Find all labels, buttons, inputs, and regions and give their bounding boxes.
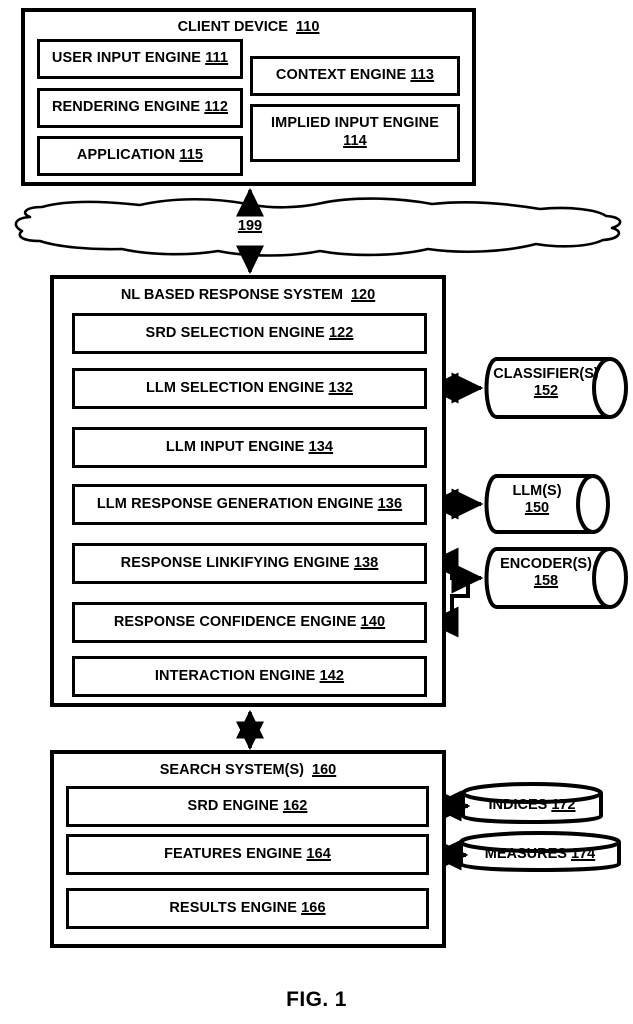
- interaction-engine-label: INTERACTION ENGINE 142: [154, 667, 345, 684]
- response-linkifying-engine-label: RESPONSE LINKIFYING ENGINE 138: [120, 554, 379, 571]
- srd-selection-engine-box[interactable]: SRD SELECTION ENGINE 122: [72, 313, 427, 354]
- rendering-engine-box[interactable]: RENDERING ENGINE 112: [37, 88, 243, 128]
- application-box[interactable]: APPLICATION 115: [37, 136, 243, 176]
- context-engine-label: CONTEXT ENGINE 113: [275, 67, 435, 84]
- features-engine-box[interactable]: FEATURES ENGINE 164: [66, 834, 429, 875]
- measures-label: MEASURES: [484, 846, 567, 862]
- srd-engine-label: SRD ENGINE 162: [187, 797, 308, 814]
- indices-label-group[interactable]: INDICES 172: [463, 797, 601, 814]
- results-engine-label: RESULTS ENGINE 166: [169, 899, 326, 916]
- features-engine-label: FEATURES ENGINE 164: [164, 845, 331, 862]
- llm-selection-engine-label: LLM SELECTION ENGINE 132: [145, 379, 354, 396]
- response-linkifying-engine-box[interactable]: RESPONSE LINKIFYING ENGINE 138: [72, 543, 427, 584]
- network-cloud-shape: [14, 197, 622, 257]
- nl-system-title: NL BASED RESPONSE SYSTEM 120: [120, 287, 376, 303]
- interaction-engine-box[interactable]: INTERACTION ENGINE 142: [72, 656, 427, 697]
- rendering-engine-label: RENDERING ENGINE 112: [51, 99, 229, 116]
- classifiers-label: CLASSIFIER(S): [493, 366, 599, 382]
- llms-label-group[interactable]: LLM(S) 150: [486, 483, 588, 518]
- measures-number: 174: [571, 846, 596, 862]
- indices-label: INDICES: [488, 797, 548, 813]
- indices-database-shape: [461, 782, 603, 824]
- response-confidence-engine-label: RESPONSE CONFIDENCE ENGINE 140: [113, 613, 386, 630]
- search-systems-title: SEARCH SYSTEM(S) 160: [159, 762, 337, 778]
- encoders-number: 158: [533, 573, 559, 590]
- user-input-engine-label: USER INPUT ENGINE 111: [51, 50, 229, 67]
- encoders-label: ENCODER(S): [500, 556, 592, 572]
- indices-number: 172: [551, 797, 576, 813]
- llm-input-engine-label: LLM INPUT ENGINE 134: [165, 438, 334, 455]
- figure-caption: FIG. 1: [286, 988, 347, 1011]
- client-device-title: CLIENT DEVICE 110: [177, 19, 320, 35]
- llm-response-generation-engine-label: LLM RESPONSE GENERATION ENGINE 136: [96, 495, 403, 512]
- classifiers-cylinder-shape: [484, 357, 628, 419]
- network-label: 199: [237, 218, 263, 234]
- response-confidence-engine-box[interactable]: RESPONSE CONFIDENCE ENGINE 140: [72, 602, 427, 643]
- user-input-engine-box[interactable]: USER INPUT ENGINE 111: [37, 39, 243, 79]
- classifiers-number: 152: [533, 383, 559, 400]
- llm-selection-engine-box[interactable]: LLM SELECTION ENGINE 132: [72, 368, 427, 409]
- measures-label-group[interactable]: MEASURES 174: [461, 846, 619, 863]
- llm-input-engine-box[interactable]: LLM INPUT ENGINE 134: [72, 427, 427, 468]
- encoders-cylinder-shape: [484, 547, 628, 609]
- llms-label: LLM(S): [512, 483, 562, 499]
- srd-engine-box[interactable]: SRD ENGINE 162: [66, 786, 429, 827]
- implied-input-engine-box[interactable]: IMPLIED INPUT ENGINE 114: [250, 104, 460, 162]
- srd-selection-engine-label: SRD SELECTION ENGINE 122: [145, 324, 354, 341]
- llms-cylinder-shape: [484, 474, 610, 534]
- context-engine-box[interactable]: CONTEXT ENGINE 113: [250, 56, 460, 96]
- results-engine-box[interactable]: RESULTS ENGINE 166: [66, 888, 429, 929]
- llms-number: 150: [524, 500, 550, 517]
- application-label: APPLICATION 115: [76, 147, 204, 164]
- llm-response-generation-engine-box[interactable]: LLM RESPONSE GENERATION ENGINE 136: [72, 484, 427, 525]
- implied-input-engine-label: IMPLIED INPUT ENGINE 114: [271, 115, 439, 149]
- measures-database-shape: [459, 831, 621, 872]
- encoders-label-group[interactable]: ENCODER(S) 158: [486, 556, 606, 591]
- classifiers-label-group[interactable]: CLASSIFIER(S) 152: [486, 366, 606, 401]
